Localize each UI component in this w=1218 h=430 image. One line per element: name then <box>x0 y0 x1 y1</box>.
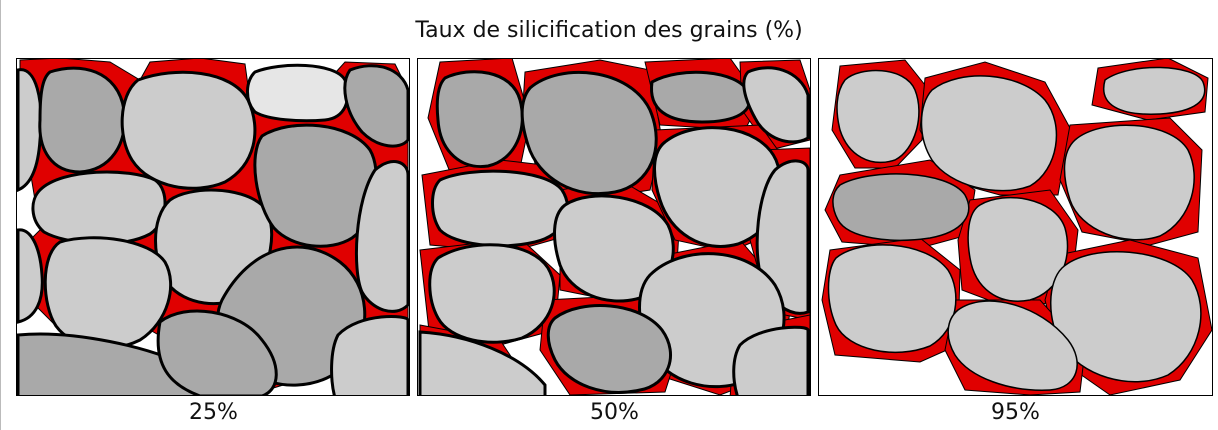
panel-95 <box>818 58 1213 396</box>
grain <box>330 314 410 396</box>
grain <box>38 66 127 174</box>
grains-50 <box>418 66 810 396</box>
figure-title: Taux de silicification des grains (%) <box>415 18 803 43</box>
panel-25 <box>16 58 410 396</box>
grain <box>967 196 1069 302</box>
grain <box>120 70 257 190</box>
grain <box>836 69 920 164</box>
grain <box>418 330 547 396</box>
panel-label-50: 50% <box>590 400 639 425</box>
grain <box>1063 124 1195 241</box>
grain <box>832 173 970 241</box>
grains-95 <box>827 66 1206 391</box>
grain <box>947 300 1078 391</box>
grain <box>650 70 752 124</box>
grain <box>156 309 278 396</box>
grain <box>428 243 556 344</box>
grain <box>31 170 167 246</box>
grain <box>354 160 410 313</box>
grain <box>920 75 1058 192</box>
grain <box>1103 66 1206 115</box>
grain <box>653 126 783 248</box>
grain <box>732 325 810 396</box>
left-border <box>0 0 1 430</box>
panel-label-25: 25% <box>189 400 238 425</box>
grain <box>253 123 378 248</box>
panel-label-95: 95% <box>991 400 1040 425</box>
grain <box>16 228 44 324</box>
grain <box>435 70 524 169</box>
grain <box>343 64 410 148</box>
grain <box>546 304 672 394</box>
grain <box>827 244 957 354</box>
grain <box>431 169 570 248</box>
grain <box>43 236 173 350</box>
grain <box>742 66 810 144</box>
grain <box>520 70 658 196</box>
grain <box>246 63 350 123</box>
panel-50 <box>417 58 811 396</box>
grains-25 <box>16 63 410 396</box>
